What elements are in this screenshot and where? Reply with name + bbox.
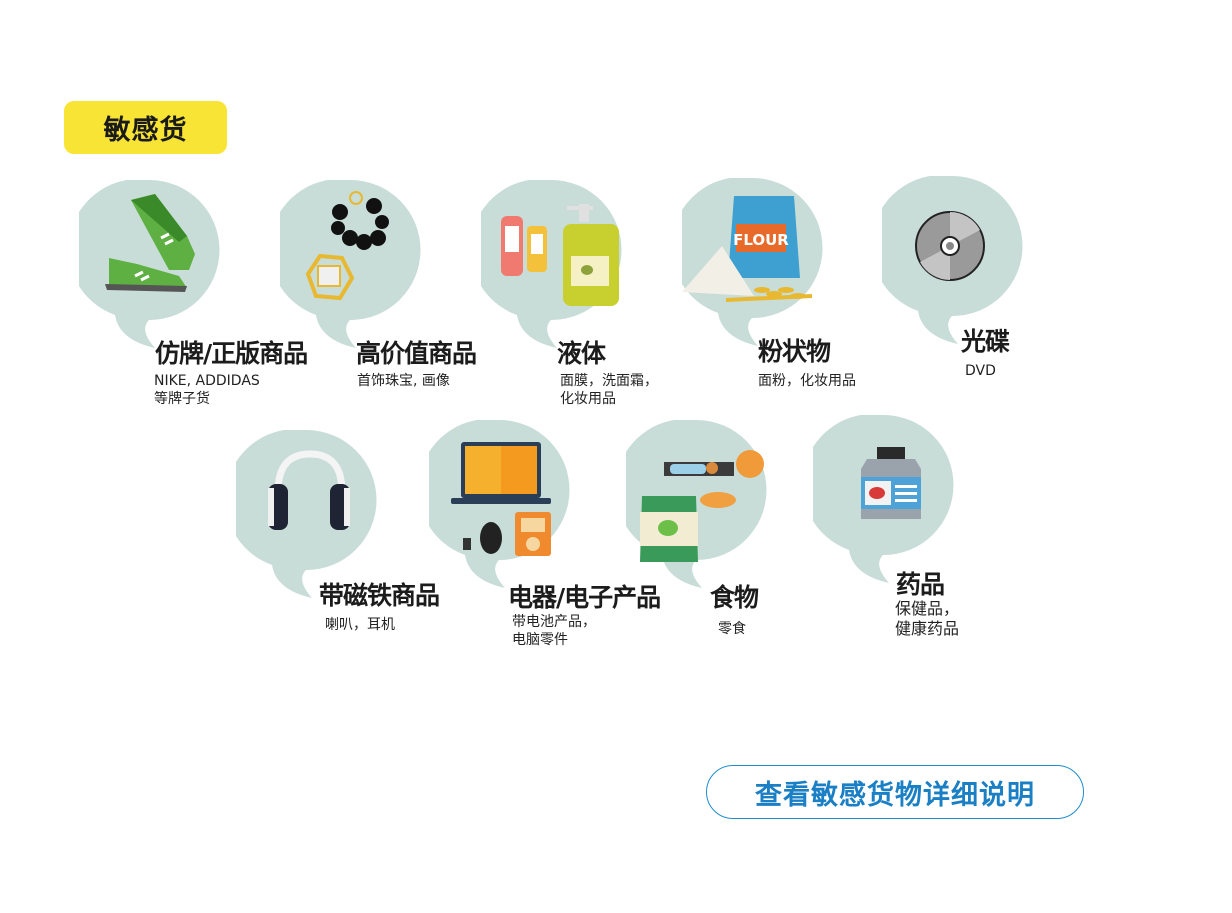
category-discs: 光碟 DVD [882,176,1122,416]
sneakers-icon [79,180,220,348]
category-desc: 带电池产品， 电脑零件 [512,614,596,648]
category-desc: 首饰珠宝, 画像 [357,373,450,389]
category-title: 药品 [896,570,945,599]
category-title: 电器/电子产品 [508,583,661,612]
category-desc: DVD [965,363,996,379]
category-desc: 零食 [718,621,746,637]
electronics-icon [429,420,570,588]
category-magnetic: 带磁铁商品 喇叭，耳机 [236,430,476,670]
category-desc: 喇叭，耳机 [325,617,395,633]
category-title: 液体 [557,339,606,368]
jewelry-icon [280,180,421,348]
category-desc: 保健品， 健康药品 [895,599,960,638]
category-food: 食物 零食 [626,420,866,660]
liquid-bottles-icon [481,180,622,348]
category-powders: FLOUR 粉状物 面粉，化妆用品 [682,178,922,418]
category-title: 食物 [710,583,759,612]
category-title: 粉状物 [758,337,831,366]
category-title: 仿牌/正版商品 [155,339,308,368]
sensitive-goods-badge: 敏感货 [64,101,227,154]
category-high-value: 高价值商品 首饰珠宝, 画像 [280,180,520,420]
svg-text:FLOUR: FLOUR [733,231,789,249]
category-title: 带磁铁商品 [319,581,440,610]
category-desc: NIKE, ADDIDAS 等牌子货 [154,373,260,407]
flour-icon: FLOUR [682,178,823,346]
category-desc: 面粉，化妆用品 [758,373,856,389]
category-liquids: 液体 面膜，洗面霜， 化妆用品 [481,180,721,420]
food-icon [626,420,767,588]
category-electronics: 电器/电子产品 带电池产品， 电脑零件 [429,420,669,660]
category-medicine: 药品 保健品， 健康药品 [813,415,1053,655]
category-title: 光碟 [961,327,1010,356]
disc-icon [882,176,1023,344]
category-title: 高价值商品 [356,339,477,368]
category-desc: 面膜，洗面霜， 化妆用品 [560,373,658,407]
medicine-bottle-icon [813,415,954,583]
view-details-button[interactable]: 查看敏感货物详细说明 [706,765,1084,819]
category-counterfeit-brands: 仿牌/正版商品 NIKE, ADDIDAS 等牌子货 [79,180,319,420]
headphones-icon [236,430,377,598]
